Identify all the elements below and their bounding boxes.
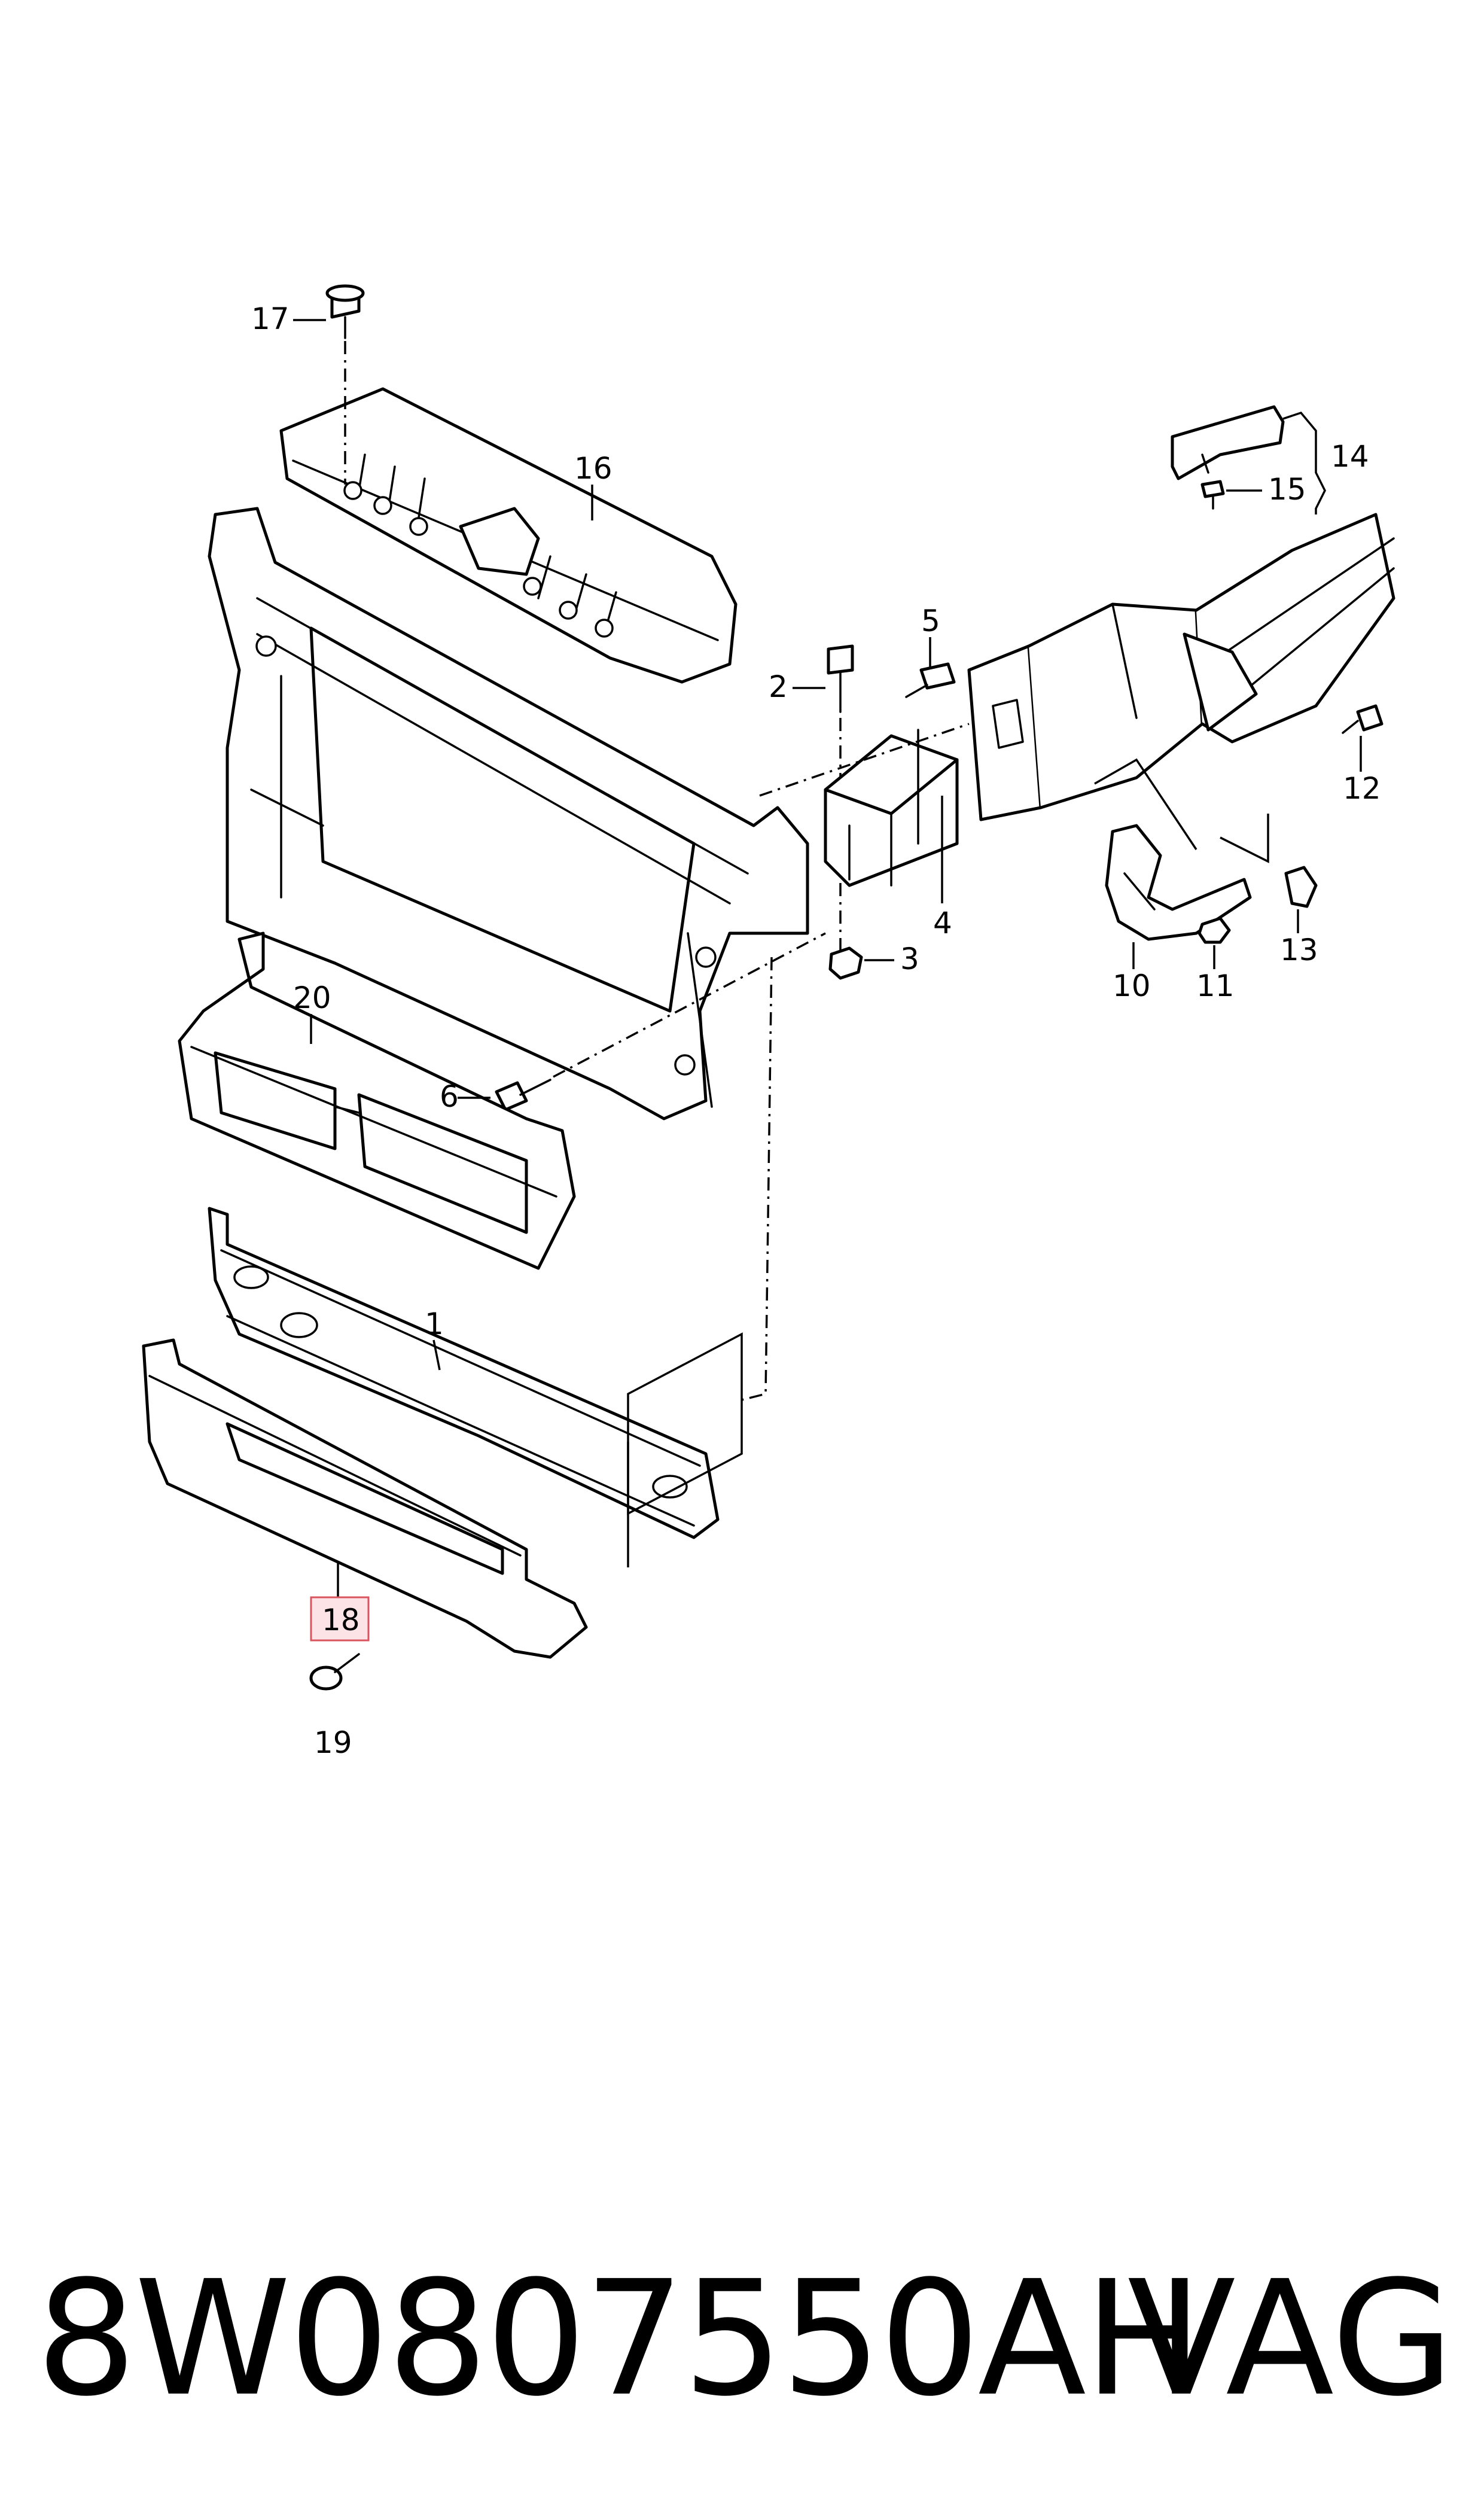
footer: 8W0807550AH VAG bbox=[0, 2249, 1484, 2429]
part-13-clip bbox=[1284, 866, 1318, 908]
lock-carrier-frame bbox=[208, 507, 809, 1121]
callout-6: 6 bbox=[440, 1079, 459, 1114]
part-19-bolt bbox=[309, 1653, 360, 1691]
leader-lines bbox=[293, 319, 1362, 1597]
callout-14: 14 bbox=[1331, 439, 1369, 474]
callout-12: 12 bbox=[1343, 771, 1381, 806]
callout-15: 15 bbox=[1268, 472, 1306, 507]
callout-5: 5 bbox=[921, 604, 940, 638]
part-11-nut bbox=[1197, 917, 1231, 944]
callout-18: 18 bbox=[322, 1603, 360, 1637]
part-20-air-guide bbox=[178, 931, 576, 1270]
highlight-box-18 bbox=[310, 1596, 370, 1642]
longitudinal-member bbox=[967, 513, 1395, 821]
callout-1: 1 bbox=[425, 1307, 444, 1341]
callout-20: 20 bbox=[293, 981, 331, 1015]
callout-16: 16 bbox=[574, 451, 613, 486]
part-12-bolt bbox=[1342, 704, 1384, 734]
callout-4: 4 bbox=[933, 906, 952, 940]
brand-label: VAG bbox=[1127, 2247, 1454, 2431]
callout-labels: 17 16 14 15 5 2 12 4 13 3 10 11 20 6 1 1… bbox=[251, 302, 1381, 1760]
callout-17: 17 bbox=[251, 302, 290, 336]
part-18-energy-absorber bbox=[142, 1338, 588, 1659]
part-17-clip bbox=[325, 284, 365, 485]
callout-13: 13 bbox=[1280, 933, 1318, 967]
part-16-upper-cover bbox=[279, 387, 738, 684]
part-4-crash-box bbox=[824, 729, 959, 887]
part-14-bracket bbox=[1171, 405, 1326, 514]
part-3-nut bbox=[828, 946, 863, 980]
part-1-bumper-beam bbox=[208, 1207, 720, 1539]
part-5-bolt bbox=[905, 662, 956, 698]
assembly-dash-lines bbox=[627, 723, 970, 1567]
part-10-mount bbox=[1094, 758, 1269, 941]
callout-2: 2 bbox=[769, 669, 788, 704]
callout-11: 11 bbox=[1196, 969, 1235, 1003]
part-15-bolt bbox=[1200, 480, 1225, 510]
callout-3: 3 bbox=[900, 942, 919, 976]
part-6-bolt bbox=[495, 932, 826, 1112]
part-number: 8W0807550AH bbox=[36, 2247, 1203, 2431]
callout-10: 10 bbox=[1113, 969, 1151, 1003]
callout-19: 19 bbox=[314, 1725, 352, 1760]
